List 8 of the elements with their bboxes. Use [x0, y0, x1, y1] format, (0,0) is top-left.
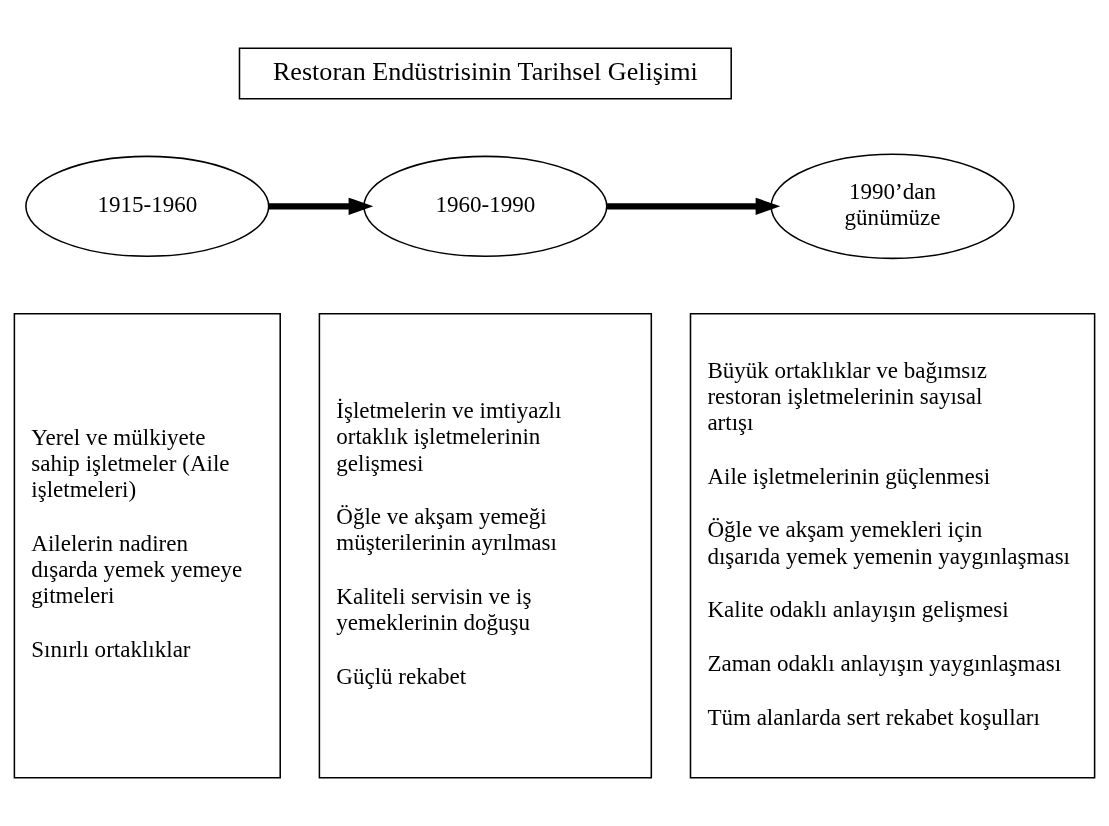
node-box: İşletmelerin ve imtiyazlı ortaklık işletmelerinin gelişmesi Öğle ve akşam yemeği müşterilerinin ayrılması Kaliteli servisin ve iş yemeklerinin doğuşu Güçlü rekabet [318, 313, 653, 779]
node-box: Restoran Endüstrisinin Tarihsel Gelişimi [238, 47, 732, 100]
node-box: Büyük ortaklıklar ve bağımsız restoran işletmelerinin sayısal artışı Aile işletmelerinin güçlenmesi Öğle ve akşam yemekleri için dışarıda yemek yemenin yaygınlaşması Kalite odaklı anlayışın gelişmesi Zaman odaklı anlayışın yaygınlaşması Tüm alanlarda sert rekabet koşulları [689, 313, 1096, 779]
node-ellipse: 1915-1960 [25, 155, 270, 258]
arrow [268, 197, 374, 215]
node-ellipse: 1990’dan günümüze [770, 153, 1015, 260]
node-box: Yerel ve mülkiyete sahip işletmeler (Aile işletmeleri) Ailelerin nadiren dışarda yemek yemeye gitmeleri Sınırlı ortaklıklar [13, 313, 281, 779]
node-ellipse: 1960-1990 [363, 155, 608, 258]
